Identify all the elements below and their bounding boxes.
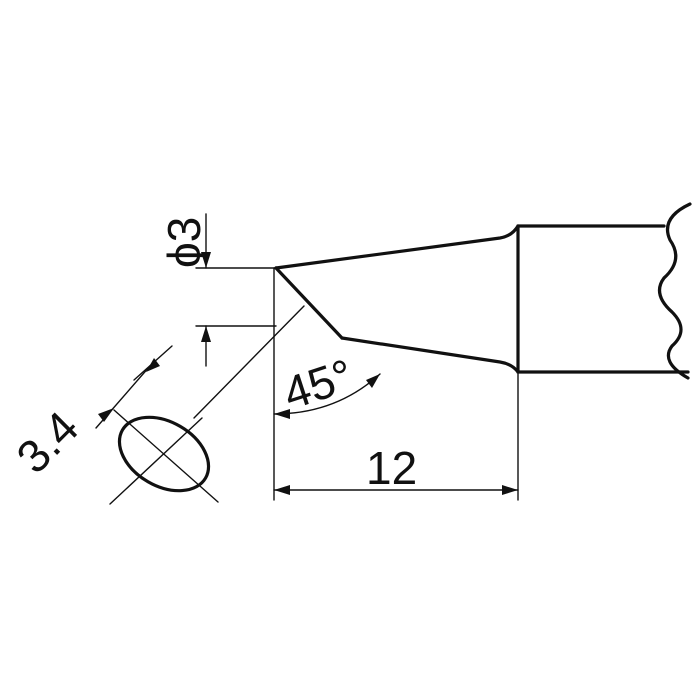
length-arrow-left bbox=[274, 485, 290, 495]
length-dimension: 12 bbox=[273, 267, 519, 501]
face-detail: 3.4 bbox=[6, 305, 305, 505]
face-arrow-bottom bbox=[98, 408, 114, 422]
face-leader bbox=[193, 305, 305, 419]
length-arrow-right bbox=[502, 485, 518, 495]
bevel-face bbox=[274, 266, 344, 340]
face-axis-major bbox=[113, 409, 219, 503]
tip-upper-edge bbox=[274, 224, 520, 270]
face-arrow-top bbox=[146, 358, 160, 372]
angle-dimension: 45° bbox=[273, 349, 381, 420]
phi-label: ϕ3 bbox=[158, 217, 210, 268]
tip-lower-edge bbox=[340, 336, 520, 374]
angle-arrow-left bbox=[274, 409, 290, 419]
face-label: 3.4 bbox=[6, 401, 88, 483]
face-axis-minor bbox=[109, 417, 203, 505]
face-ellipse bbox=[117, 415, 211, 493]
phi-dimension: ϕ3 bbox=[158, 213, 277, 367]
phi-arrow-top bbox=[201, 252, 211, 268]
phi-arrow-bottom bbox=[201, 326, 211, 342]
break-line bbox=[657, 202, 692, 380]
length-label: 12 bbox=[366, 442, 417, 494]
tip-body bbox=[274, 202, 692, 380]
angle-arrow-right bbox=[366, 374, 380, 388]
angle-label: 45° bbox=[277, 349, 359, 420]
